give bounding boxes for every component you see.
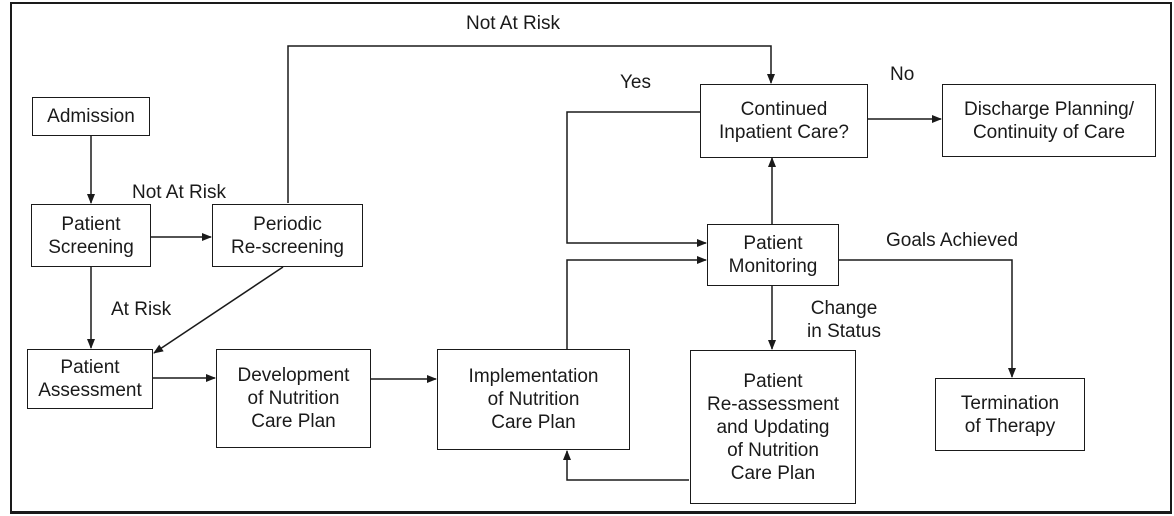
arrow-monitoring-to-termination bbox=[839, 259, 1016, 378]
patient-assessment-box: Patient Assessment bbox=[27, 349, 153, 409]
arrow-continued-to-monitoring-yes bbox=[566, 111, 707, 247]
continued-inpatient-care-box: Continued Inpatient Care? bbox=[700, 84, 868, 158]
label-yes: Yes bbox=[620, 72, 651, 93]
admission-box: Admission bbox=[32, 97, 150, 136]
label-not-at-risk-left: Not At Risk bbox=[132, 182, 226, 203]
label-change-in-status: Change in Status bbox=[807, 298, 881, 342]
development-box: Development of Nutrition Care Plan bbox=[216, 349, 371, 448]
label-no: No bbox=[890, 64, 915, 85]
arrow-rescreening-to-continued bbox=[287, 45, 775, 203]
implementation-box: Implementation of Nutrition Care Plan bbox=[437, 349, 630, 450]
arrow-rescreening-to-assessment bbox=[153, 266, 284, 354]
periodic-rescreening-box: Periodic Re-screening bbox=[212, 204, 363, 267]
label-not-at-risk-top: Not At Risk bbox=[466, 13, 560, 34]
arrow-implementation-to-monitoring bbox=[566, 256, 707, 349]
label-goals-achieved: Goals Achieved bbox=[886, 230, 1019, 251]
termination-box: Termination of Therapy bbox=[935, 378, 1085, 451]
patient-monitoring-box: Patient Monitoring bbox=[707, 224, 839, 286]
patient-reassessment-box: Patient Re-assessment and Updating of Nu… bbox=[690, 350, 856, 504]
patient-screening-box: Patient Screening bbox=[31, 204, 151, 267]
arrow-reassessment-to-implementation bbox=[563, 450, 689, 481]
discharge-planning-box: Discharge Planning/ Continuity of Care bbox=[942, 84, 1156, 157]
label-at-risk: At Risk bbox=[111, 299, 172, 320]
diagram-frame bbox=[10, 2, 1172, 514]
